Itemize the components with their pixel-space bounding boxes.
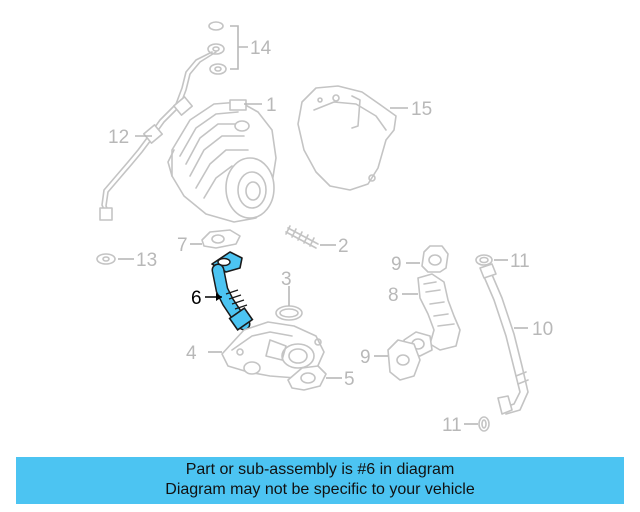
callout-9-upper: 9 [391,254,402,275]
part-1-turbocharger [167,99,277,223]
part-6-egr-pipe [211,251,254,332]
part-11-o-ring-lower [478,416,490,432]
callout-9-lower: 9 [360,347,371,368]
callout-4: 4 [186,343,197,364]
callout-13: 13 [136,250,157,271]
callout-12: 12 [108,127,129,148]
part-9-gasket-lower [387,339,421,381]
callout-15: 15 [411,99,432,120]
part-12-oil-line [99,51,217,221]
callout-3: 3 [281,269,292,290]
banner-line-part: Part or sub-assembly is #6 in diagram [185,461,455,478]
callout-5: 5 [344,369,355,390]
part-10-pipe [479,263,529,415]
part-7-gasket [201,229,241,249]
banner-line-disclaimer: Diagram may not be specific to your vehi… [165,481,475,498]
part-15-heat-shield [297,85,397,191]
part-14-washers [207,21,227,75]
callout-10: 10 [532,319,553,340]
part-13-washer [96,253,116,265]
info-banner: Part or sub-assembly is #6 in diagram Di… [16,457,624,504]
callout-14: 14 [250,38,272,59]
callout-11-lower: 11 [442,415,462,436]
part-2-stud [285,225,319,249]
callout-8: 8 [388,285,399,306]
callout-7: 7 [177,235,188,256]
callout-11-upper: 11 [510,251,530,272]
callout-6: 6 [191,288,202,309]
part-9-gasket-upper [421,245,449,273]
parts-diagram: 1 2 3 4 5 6 7 8 9 9 10 11 11 12 13 14 15 [96,21,553,436]
callout-1: 1 [266,95,277,116]
part-5-gasket [287,365,327,391]
callout-2: 2 [338,236,349,257]
part-4-egr-valve [221,321,325,379]
part-11-o-ring-upper [475,254,493,266]
